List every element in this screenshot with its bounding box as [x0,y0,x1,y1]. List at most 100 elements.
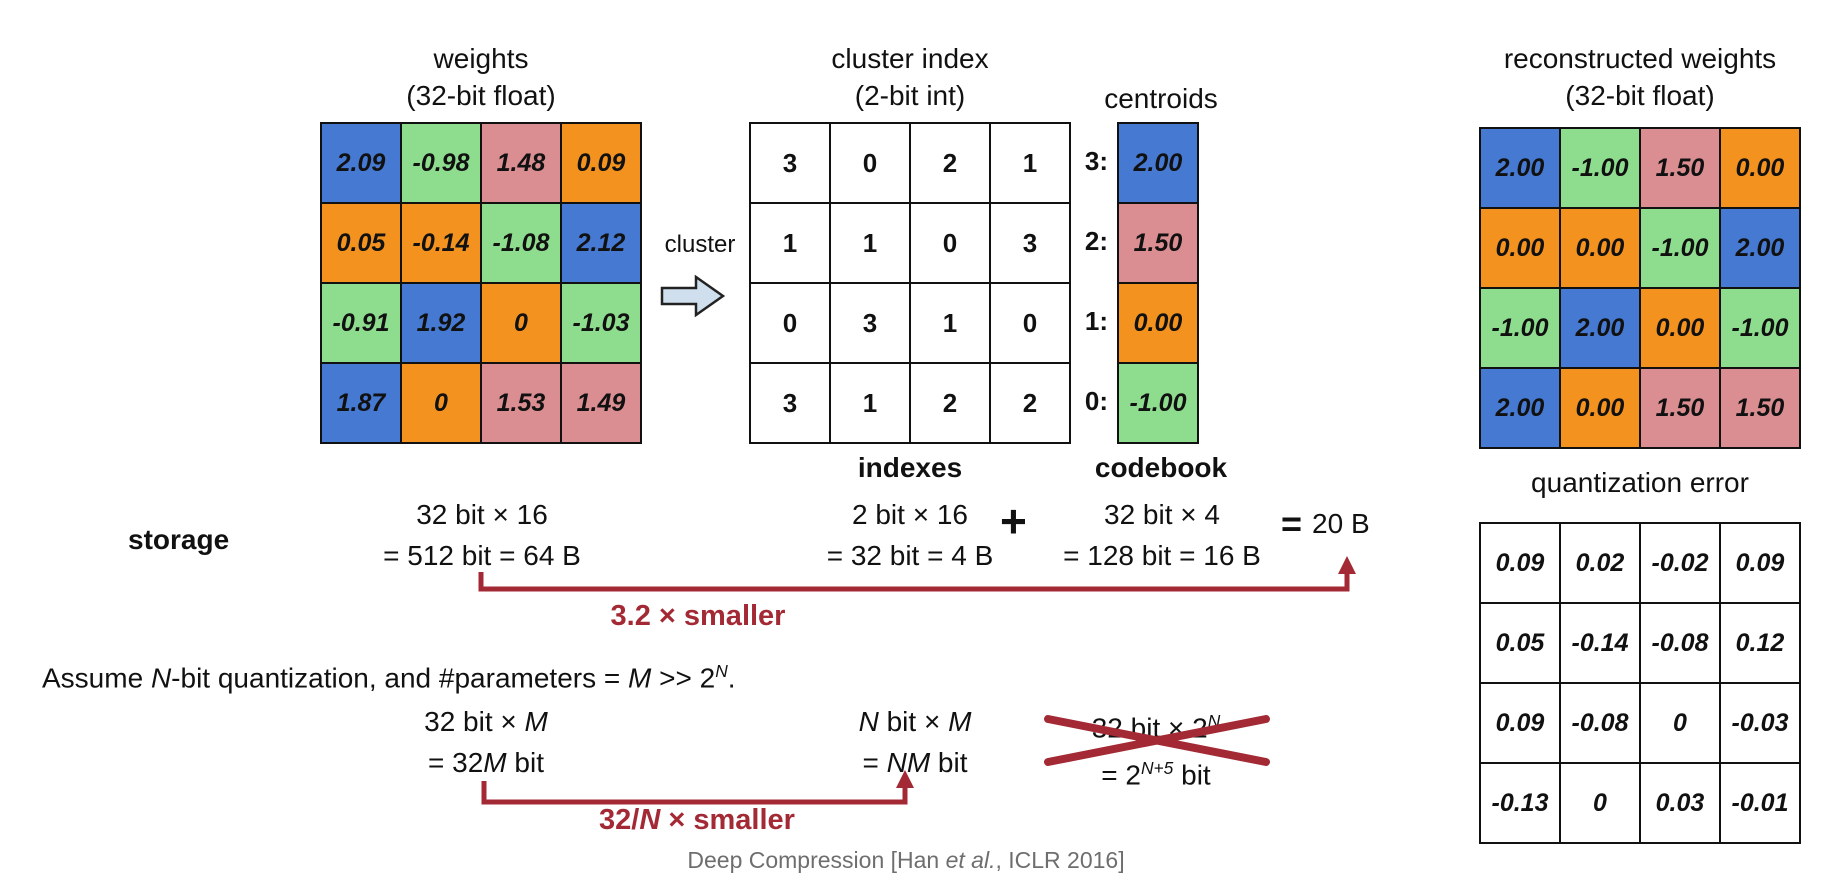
index-cell: 1 [831,364,909,442]
indexes-label: indexes [857,452,963,483]
quant-error-cell: -0.01 [1721,764,1799,842]
weight-cell: 0 [482,284,560,362]
quant-error-cell: -0.14 [1561,604,1639,682]
assumption-part: >> 2 [651,662,716,694]
recon-cell: 2.00 [1561,289,1639,367]
storage-codebook-calc: 32 bit × 4 = 128 bit = 16 B [1012,494,1312,576]
quant-error-cell: 0 [1561,764,1639,842]
centroid-index-label: 3: [1084,146,1108,176]
centroid-index-label: 1: [1084,306,1108,336]
index-cell: 2 [991,364,1069,442]
storage-bracket-arrowhead [1338,556,1356,574]
index-cell: 1 [911,284,989,362]
general-bracket [481,781,908,805]
centroid-cell: 2.00 [1119,124,1197,202]
cluster-index-title: cluster index (2-bit int) [749,40,1071,114]
weight-cell: -0.91 [322,284,400,362]
storage-smaller-label: 3.2 × smaller [610,600,786,632]
quant-error-cell: 0.02 [1561,524,1639,602]
formula-32m-line2: = 32M bit [428,747,544,778]
weight-cell: 1.92 [402,284,480,362]
quant-error-cell: 0.09 [1721,524,1799,602]
storage-weights-calc-line2: = 512 bit = 64 B [383,540,581,571]
assumption-part: Assume [42,662,151,694]
recon-cell: 0.00 [1481,209,1559,287]
reconstructed-title-line1: reconstructed weights [1503,43,1777,74]
quant-error-cell: 0.05 [1481,604,1559,682]
formula-nm: N bit × M = NM bit [765,701,1065,783]
index-cell: 1 [751,204,829,282]
assumption-text: Assume N-bit quantization, and #paramete… [42,651,736,698]
centroid-cell: 1.50 [1119,204,1197,282]
cluster-index-title-line2: (2-bit int) [854,80,966,111]
equals-sign: = [1281,503,1303,544]
general-smaller-label: 32/N × smaller [599,804,795,836]
quant-error-title: quantization error [1531,467,1749,498]
storage-indexes-calc: 2 bit × 16 = 32 bit = 4 B [760,494,1060,576]
weight-cell: 0.09 [562,124,640,202]
storage-label: storage [128,524,230,555]
index-cell: 0 [831,124,909,202]
index-cell: 3 [991,204,1069,282]
quant-error-cell: -0.02 [1641,524,1719,602]
storage-weights-calc: 32 bit × 16 = 512 bit = 64 B [332,494,632,576]
centroid-cell: 0.00 [1119,284,1197,362]
cluster-label: cluster [664,231,736,258]
recon-cell: 2.00 [1721,209,1799,287]
recon-cell: -1.00 [1641,209,1719,287]
index-cell: 0 [911,204,989,282]
storage-codebook-calc-line2: = 128 bit = 16 B [1063,540,1261,571]
quant-error-cell: 0.09 [1481,684,1559,762]
recon-cell: 0.00 [1561,209,1639,287]
recon-cell: 0.00 [1561,369,1639,447]
weight-cell: 1.87 [322,364,400,442]
assumption-sup-n: N [715,661,728,681]
assumption-var-n: N [150,662,172,694]
formula-32m: 32 bit × M = 32M bit [336,701,636,783]
formula-crossed: 32 bit × 2N = 2N+5 bit [1006,701,1306,796]
storage-total: = 20 B [1281,506,1370,542]
index-cell: 0 [751,284,829,362]
assumption-var-m: M [628,662,652,694]
formula-nm-line1: N bit × M [858,706,972,737]
weight-cell: 1.48 [482,124,560,202]
plus-sign: + [1000,495,1027,547]
formula-crossed-line2: = 2N+5 bit [1101,758,1211,791]
storage-codebook-calc-line1: 32 bit × 4 [1104,499,1220,530]
storage-indexes-calc-line1: 2 bit × 16 [852,499,968,530]
weight-cell: 1.53 [482,364,560,442]
recon-cell: -1.00 [1721,289,1799,367]
weight-cell: -1.08 [482,204,560,282]
recon-cell: 1.50 [1641,129,1719,207]
weights-title: weights (32-bit float) [320,40,642,114]
weight-cell: -1.03 [562,284,640,362]
recon-cell: 0.00 [1721,129,1799,207]
quant-error-cell: 0 [1641,684,1719,762]
index-cell: 3 [751,364,829,442]
weights-title-line1: weights [433,43,529,74]
assumption-part: -bit quantization, and #parameters = [171,662,629,694]
weight-cell: 1.49 [562,364,640,442]
recon-cell: -1.00 [1561,129,1639,207]
recon-cell: 1.50 [1641,369,1719,447]
index-cell: 3 [831,284,909,362]
index-cell: 2 [911,364,989,442]
storage-weights-calc-line1: 32 bit × 16 [416,499,548,530]
weight-cell: -0.14 [402,204,480,282]
index-cell: 3 [751,124,829,202]
index-cell: 2 [911,124,989,202]
weight-cell: 2.12 [562,204,640,282]
index-cell: 0 [991,284,1069,362]
weight-cell: 0.05 [322,204,400,282]
storage-indexes-calc-line2: = 32 bit = 4 B [826,540,994,571]
formula-crossed-line1: 32 bit × 2N [1091,711,1221,744]
centroids-title: centroids [1104,83,1218,114]
weights-title-line2: (32-bit float) [406,80,556,111]
quant-error-cell: -0.03 [1721,684,1799,762]
cluster-index-title-line1: cluster index [831,43,989,74]
reconstructed-title-line2: (32-bit float) [1565,80,1715,111]
